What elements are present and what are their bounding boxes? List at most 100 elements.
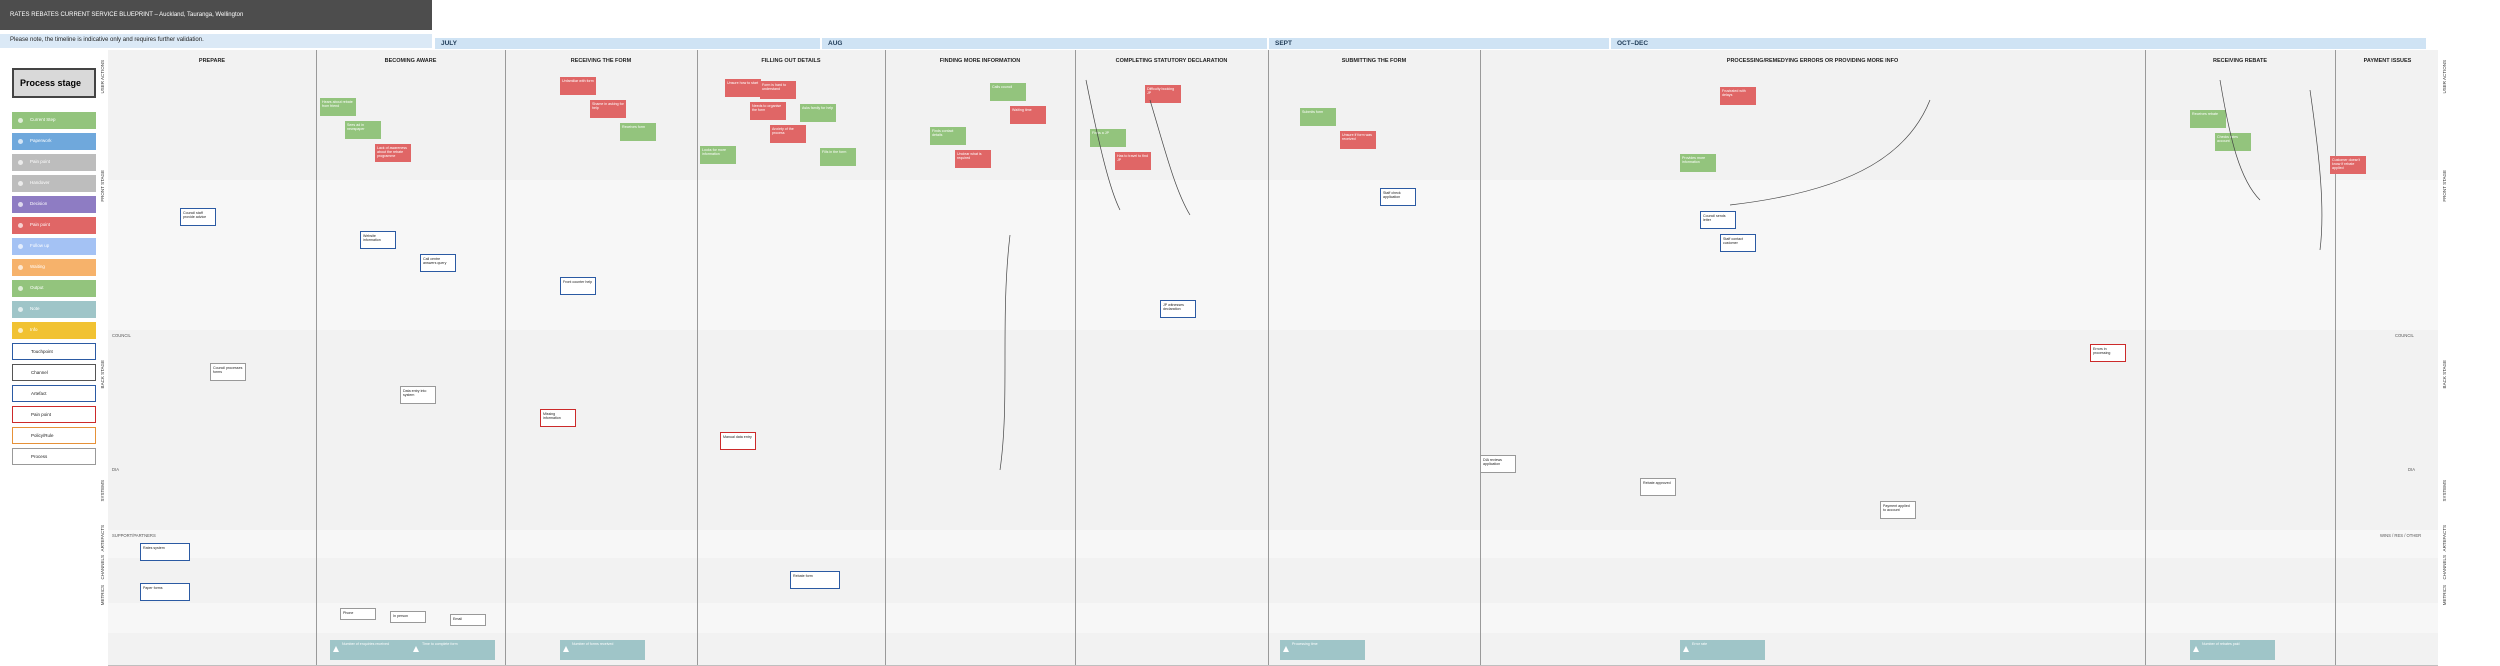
legend-outline-item: Channel: [12, 364, 96, 381]
legend-item: Handover: [12, 175, 96, 192]
side-label-dia: DIA: [112, 467, 119, 472]
legend-dot-icon: [18, 244, 23, 249]
blueprint-card: Data entry into system: [400, 386, 436, 404]
blueprint-card: Unsure how to start: [725, 79, 761, 97]
legend-dot-icon: [18, 118, 23, 123]
legend-dot-icon: [18, 265, 23, 270]
metric-card: Number of enquiries received: [330, 640, 415, 660]
phase-divider: [316, 50, 317, 665]
blueprint-card: Staff check application: [1380, 188, 1416, 206]
blueprint-card: Fills in the form: [820, 148, 856, 166]
blueprint-card: Anxiety of the process: [770, 125, 806, 143]
legend-outline-item: Policy/Rule: [12, 427, 96, 444]
blueprint-card: Rates system: [140, 543, 190, 561]
blueprint-card: Finds a JP: [1090, 129, 1126, 147]
blueprint-card: Errors in processing: [2090, 344, 2126, 362]
blueprint-card: Calls council: [990, 83, 1026, 101]
warning-icon: [563, 646, 569, 652]
blueprint-card: Shame in asking for help: [590, 100, 626, 118]
phase-divider: [885, 50, 886, 665]
blueprint-card: Submits form: [1300, 108, 1336, 126]
blueprint-card: JP witnesses declaration: [1160, 300, 1196, 318]
phase-divider: [505, 50, 506, 665]
timeline-note: Please note, the timeline is indicative …: [0, 34, 432, 48]
page-title: RATES REBATES CURRENT SERVICE BLUEPRINT …: [0, 0, 432, 30]
phase-header: PREPARE: [198, 58, 226, 64]
blueprint-card: DIA reviews application: [1480, 455, 1516, 473]
blueprint-card: Waiting time: [1010, 106, 1046, 124]
phase-header: PROCESSING/REMEDYING ERRORS OR PROVIDING…: [1726, 58, 1899, 64]
phase-header: RECEIVING THE FORM: [570, 58, 632, 64]
blueprint-card: Unsure if form was received: [1340, 131, 1376, 149]
blueprint-card: Council sends letter: [1700, 211, 1736, 229]
blueprint-card: Staff contact customer: [1720, 234, 1756, 252]
blueprint-card: Frustrated with delays: [1720, 87, 1756, 105]
phase-header: PAYMENT ISSUES: [2363, 58, 2412, 64]
legend-item: Pain point: [12, 154, 96, 171]
blueprint-card: Manual data entry: [720, 432, 756, 450]
legend-dot-icon: [18, 202, 23, 207]
legend-outline-item: Process: [12, 448, 96, 465]
blueprint-card: Email: [450, 614, 486, 626]
blueprint-card: Council staff provide advice: [180, 208, 216, 226]
blueprint-card: Unfamiliar with form: [560, 77, 596, 95]
legend-item: Info: [12, 322, 96, 339]
blueprint-card: Payment applied to account: [1880, 501, 1916, 519]
legend-item: Decision: [12, 196, 96, 213]
blueprint-card: Missing information: [540, 409, 576, 427]
blueprint-card: Unclear what is required: [955, 150, 991, 168]
legend-item: Note: [12, 301, 96, 318]
blueprint-card: Rebate approved: [1640, 478, 1676, 496]
blueprint-card: Rebate form: [790, 571, 840, 589]
legend-outline-item: Touchpoint: [12, 343, 96, 360]
legend-dot-icon: [18, 223, 23, 228]
blueprint-card: Provides more information: [1680, 154, 1716, 172]
blueprint-card: Checks rates account: [2215, 133, 2251, 151]
metric-card: Number of rebates paid: [2190, 640, 2275, 660]
legend-dot-icon: [18, 286, 23, 291]
warning-icon: [333, 646, 339, 652]
blueprint-card: Receives rebate: [2190, 110, 2226, 128]
side-label-council-right: COUNCIL: [2395, 333, 2414, 338]
blueprint-card: Has to travel to find JP: [1115, 152, 1151, 170]
month-july: JULY: [435, 38, 820, 49]
legend-dot-icon: [18, 160, 23, 165]
phase-header: RECEIVING REBATE: [2213, 58, 2267, 64]
blueprint-card: Receives form: [620, 123, 656, 141]
phase-header: FILLING OUT DETAILS: [761, 58, 821, 64]
blueprint-card: Hears about rebate from friend: [320, 98, 356, 116]
legend-outline-item: Pain point: [12, 406, 96, 423]
phase-header: SUBMITTING THE FORM: [1341, 58, 1407, 64]
phase-header: FINDING MORE INFORMATION: [939, 58, 1021, 64]
legend-dot-icon: [18, 139, 23, 144]
metric-card: Time to complete form: [410, 640, 495, 660]
blueprint-lanes: [108, 50, 2438, 666]
legend-item: Follow up: [12, 238, 96, 255]
blueprint-card: Lack of awareness about the rebate progr…: [375, 144, 411, 162]
warning-icon: [1283, 646, 1289, 652]
warning-icon: [413, 646, 419, 652]
legend-dot-icon: [18, 181, 23, 186]
blueprint-card: Sees ad in newspaper: [345, 121, 381, 139]
blueprint-card: Phone: [340, 608, 376, 620]
blueprint-card: Call centre answers query: [420, 254, 456, 272]
blueprint-card: Council processes forms: [210, 363, 246, 381]
phase-divider: [2145, 50, 2146, 665]
phase-header: COMPLETING STATUTORY DECLARATION: [1115, 58, 1228, 64]
legend-title: Process stage: [12, 68, 96, 98]
phase-divider: [1268, 50, 1269, 665]
phase-divider: [1075, 50, 1076, 665]
blueprint-card: Website information: [360, 231, 396, 249]
legend-item: Pain point: [12, 217, 96, 234]
legend-item: Current Step: [12, 112, 96, 129]
legend-dot-icon: [18, 328, 23, 333]
metric-card: Processing time: [1280, 640, 1365, 660]
blueprint-card: In person: [390, 611, 426, 623]
lane-metrics: [108, 633, 2438, 666]
month-sept: SEPT: [1269, 38, 1609, 49]
side-label-wins: WINS / RES / OTHER: [2380, 533, 2422, 538]
lane-user-actions: [108, 50, 2438, 181]
metric-card: Error rate: [1680, 640, 1765, 660]
blueprint-card: Front counter help: [560, 277, 596, 295]
